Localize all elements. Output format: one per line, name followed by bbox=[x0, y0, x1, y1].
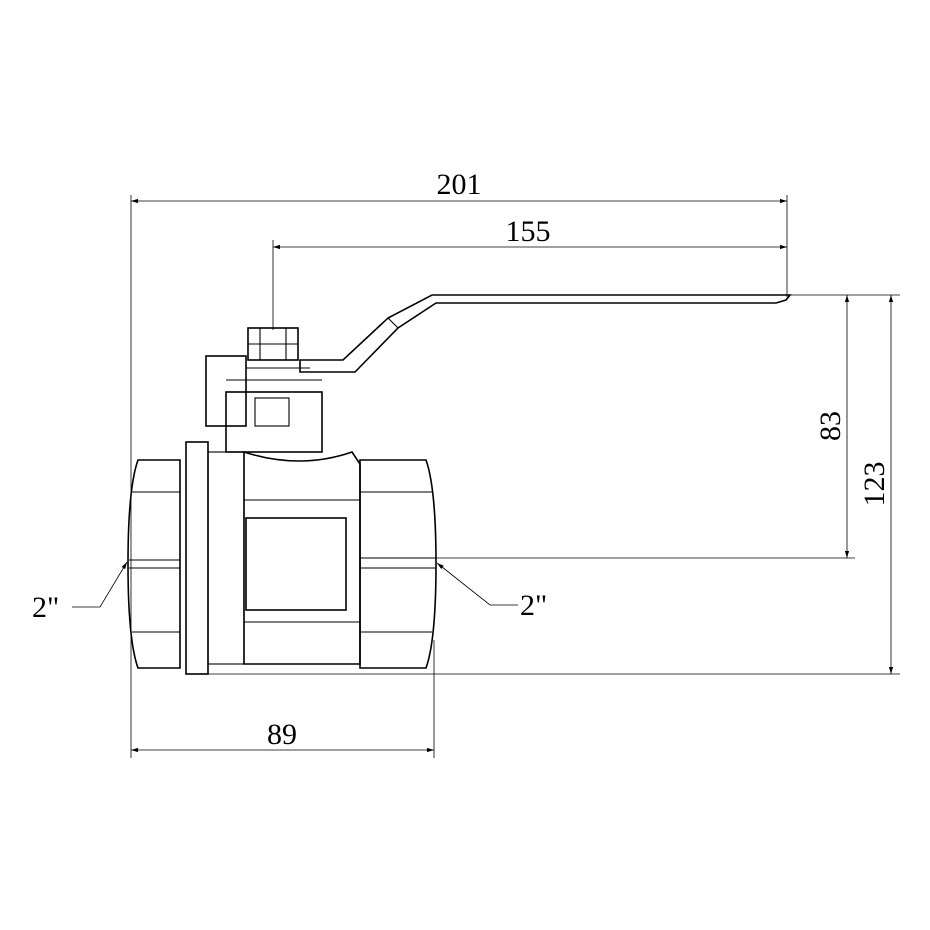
dimension-handle-length: 155 bbox=[273, 215, 787, 250]
dim-overall-length-label: 201 bbox=[437, 168, 482, 201]
thread-left-label: 2" bbox=[32, 591, 59, 624]
dimension-total-height: 123 bbox=[858, 295, 894, 674]
dimension-overall-length: 201 bbox=[131, 168, 787, 204]
dim-handle-length-label: 155 bbox=[506, 215, 551, 248]
valve-body bbox=[127, 327, 437, 675]
dim-handle-height-label: 83 bbox=[814, 411, 847, 441]
dim-total-height-label: 123 bbox=[858, 462, 891, 507]
thread-leader-left: 2" bbox=[32, 561, 128, 624]
thread-right-label: 2" bbox=[520, 589, 547, 622]
extension-lines bbox=[130, 195, 900, 758]
dim-body-length-label: 89 bbox=[267, 718, 297, 751]
thread-leader-right: 2" bbox=[436, 562, 547, 622]
handle-lever bbox=[299, 294, 792, 373]
dimension-handle-height: 83 bbox=[814, 295, 850, 558]
dimension-body-length: 89 bbox=[131, 718, 434, 753]
